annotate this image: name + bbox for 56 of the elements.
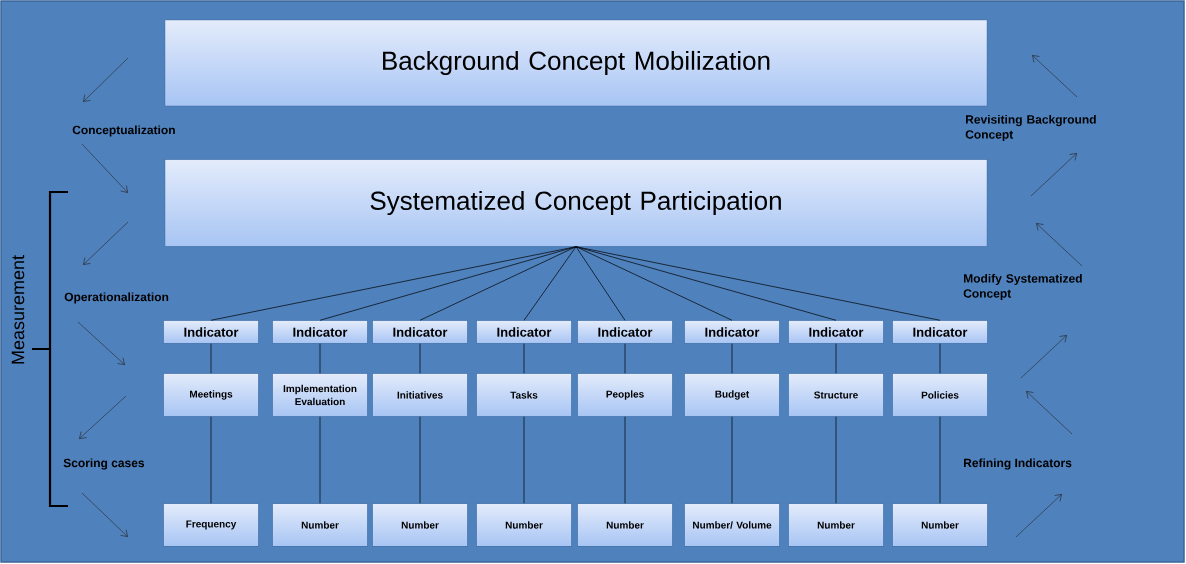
indicator-box: Indicator [577, 320, 673, 344]
indicator-box: Indicator [372, 320, 468, 344]
connector-line [419, 343, 421, 374]
connector-line [210, 343, 212, 374]
indicator-name-box: Meetings [163, 373, 259, 417]
concept-box: Background Concept Mobilization [164, 19, 988, 107]
connector-line [319, 246, 577, 321]
measure-box: Number [272, 503, 368, 547]
measure-box: Number [892, 503, 988, 547]
step-label: Revisiting Background Concept [965, 114, 1096, 142]
connector-line [575, 246, 941, 321]
connector-line [624, 416, 626, 504]
indicator-name-box: Budget [684, 373, 780, 417]
connector-line [210, 416, 212, 504]
measure-box: Number [372, 503, 468, 547]
indicator-name-box: Implementation Evaluation [272, 373, 368, 417]
indicator-name-box: Structure [788, 373, 884, 417]
indicator-box: Indicator [272, 320, 368, 344]
connector-line [575, 246, 626, 321]
connector-line [319, 343, 321, 374]
measure-box: Number/ Volume [684, 503, 780, 547]
connector-line [575, 246, 733, 321]
connector-line [319, 416, 321, 504]
step-label: Operationalization [64, 292, 169, 304]
step-label: Conceptualization [72, 125, 175, 137]
measure-box: Frequency [163, 503, 259, 547]
measure-box: Number [788, 503, 884, 547]
connector-line [419, 246, 577, 321]
connector-line [939, 343, 941, 374]
bracket-label: Measurement [11, 255, 25, 364]
connector-line [731, 416, 733, 504]
connector-line [523, 246, 577, 321]
indicator-name-box: Initiatives [372, 373, 468, 417]
step-label: Refining Indicators [964, 458, 1072, 470]
indicator-box: Indicator [163, 320, 259, 344]
step-label: Scoring cases [63, 458, 145, 470]
indicator-name-box: Policies [892, 373, 988, 417]
indicator-box: Indicator [788, 320, 884, 344]
connector-line [575, 246, 837, 321]
connector-line [835, 343, 837, 374]
connector-line [939, 416, 941, 504]
connector-line [523, 343, 525, 374]
measure-box: Number [577, 503, 673, 547]
indicator-box: Indicator [476, 320, 572, 344]
indicator-name-box: Tasks [476, 373, 572, 417]
concept-box: Systematized Concept Participation [164, 159, 988, 247]
connector-line [624, 343, 626, 374]
connector-line [419, 416, 421, 504]
indicator-box: Indicator [892, 320, 988, 344]
measure-box: Number [476, 503, 572, 547]
indicator-name-box: Peoples [577, 373, 673, 417]
step-label: Modify Systematized Concept [963, 273, 1082, 301]
connector-line [835, 416, 837, 504]
indicator-box: Indicator [684, 320, 780, 344]
connector-line [731, 343, 733, 374]
connector-line [523, 416, 525, 504]
